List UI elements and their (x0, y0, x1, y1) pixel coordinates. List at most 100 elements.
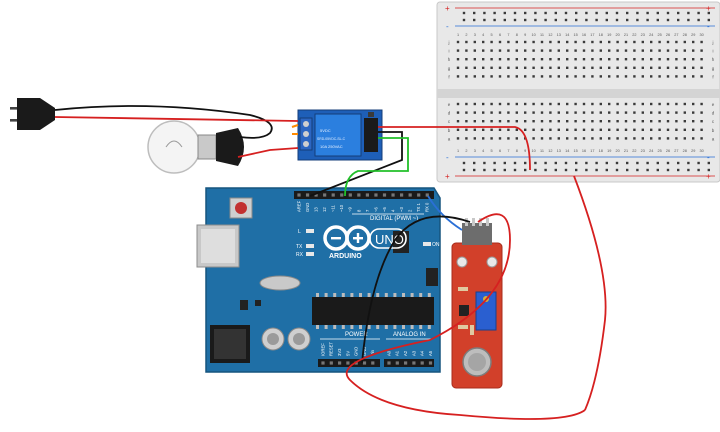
breadboard-hole (616, 75, 619, 78)
breadboard-hole (591, 66, 594, 69)
breadboard-rail-hole (626, 18, 629, 22)
breadboard-hole (616, 137, 619, 140)
breadboard-column-number: 13 (557, 33, 561, 37)
breadboard-rail-hole (473, 18, 476, 22)
analog-pin-label: A4 (420, 350, 425, 356)
breadboard-rail-hole (554, 168, 557, 172)
chip-leg (402, 293, 405, 297)
breadboard-hole (498, 49, 502, 52)
breadboard-hole (641, 58, 644, 61)
breadboard-hole (549, 137, 552, 140)
digital-pin-label: TX 1 (416, 202, 421, 212)
plug-prong-bottom (10, 119, 18, 122)
breadboard-hole (608, 58, 611, 61)
breadboard-hole (683, 128, 686, 131)
smd-chip-1 (240, 300, 248, 310)
power-pin-hole (321, 361, 325, 365)
breadboard-hole (473, 49, 476, 52)
breadboard-rail-hole (493, 168, 496, 172)
breadboard-hole (515, 40, 518, 44)
breadboard-hole (482, 49, 485, 52)
chip-leg (333, 293, 337, 297)
breadboard-hole (557, 120, 560, 123)
breadboard-rail-hole (564, 161, 568, 165)
breadboard-column-number: 21 (624, 149, 628, 153)
breadboard-hole (624, 137, 628, 140)
breadboard-rail-hole (656, 168, 659, 172)
breadboard-hole (540, 137, 544, 140)
breadboard-hole (608, 120, 611, 123)
digital-pin-hole (391, 193, 395, 197)
digital-pin-hole (425, 193, 429, 197)
breadboard-hole (498, 137, 502, 140)
chip-leg (427, 325, 431, 329)
breadboard-hole (532, 120, 535, 123)
breadboard-hole (616, 49, 619, 52)
breadboard-rail-hole (595, 161, 598, 165)
breadboard-hole (658, 111, 661, 114)
terminal-screw-3 (303, 141, 309, 147)
chip-leg (324, 325, 328, 329)
breadboard-hole (490, 111, 493, 114)
breadboard-hole (616, 120, 619, 123)
breadboard-hole (557, 40, 560, 44)
breadboard-rail-hole (473, 168, 476, 172)
sound-sensor-module (451, 218, 503, 389)
power-pin-label: GND (362, 347, 367, 356)
breadboard-rail-hole (677, 11, 680, 15)
breadboard-hole (633, 111, 636, 114)
breadboard-rail-hole (646, 11, 649, 15)
breadboard-hole (599, 102, 602, 106)
breadboard-hole (624, 58, 628, 61)
breadboard-column-number: 17 (590, 149, 594, 153)
plus-marker-top-left: + (445, 4, 450, 13)
breadboard-hole (692, 40, 695, 44)
relay-module: 5VDC SRD-05VDC-SL-C 10A 250VAC (297, 109, 383, 161)
breadboard-row-letter: c (448, 119, 451, 124)
plug-prong-top (10, 107, 18, 110)
digital-pin-hole (323, 193, 327, 197)
plug-body (17, 98, 55, 130)
uno-model-text: UNO (375, 232, 404, 247)
power-pin-label: RESET (329, 342, 334, 356)
breadboard-row-letter: c (712, 119, 715, 124)
breadboard-hole (591, 75, 594, 78)
sensor-mount-hole-right (486, 256, 498, 268)
breadboard-hole (692, 102, 695, 106)
breadboard-hole (666, 49, 670, 52)
atmega-chip (312, 297, 434, 325)
chip-leg (402, 325, 405, 329)
breadboard-column-number: 18 (599, 33, 603, 37)
wire-sensor-gnd-black (361, 215, 471, 364)
breadboard-hole (473, 58, 476, 61)
breadboard-column-number: 8 (516, 33, 518, 37)
digital-pin-label: 8 (356, 209, 361, 212)
breadboard-row-letter: g (448, 66, 451, 71)
chip-leg (333, 325, 337, 329)
digital-pin-hole (340, 193, 344, 197)
breadboard-rail-hole (656, 161, 659, 165)
breadboard-rail-hole (666, 161, 670, 165)
breadboard-hole (540, 120, 544, 123)
sensor-mount-hole-left (456, 256, 468, 268)
breadboard-rail-hole (534, 18, 537, 22)
breadboard-hole (692, 137, 695, 140)
breadboard-rail-hole (585, 161, 588, 165)
breadboard-hole (524, 40, 527, 44)
breadboard-hole (532, 75, 535, 78)
digital-pin-hole (331, 193, 335, 197)
analog-pin-hole (387, 361, 391, 365)
breadboard-rail-hole (564, 168, 568, 172)
digital-pin-header (294, 191, 434, 199)
breadboard-hole (650, 49, 653, 52)
breadboard-rail-hole (585, 168, 588, 172)
breadboard-hole (482, 102, 485, 106)
breadboard-hole (624, 40, 628, 44)
power-pin-label: Vin (370, 349, 375, 356)
breadboard-hole (465, 111, 468, 114)
breadboard-hole (633, 137, 636, 140)
breadboard-hole (456, 49, 460, 52)
breadboard-hole (582, 49, 586, 52)
breadboard-hole (507, 120, 510, 123)
power-pin-label: 5V (345, 351, 350, 356)
